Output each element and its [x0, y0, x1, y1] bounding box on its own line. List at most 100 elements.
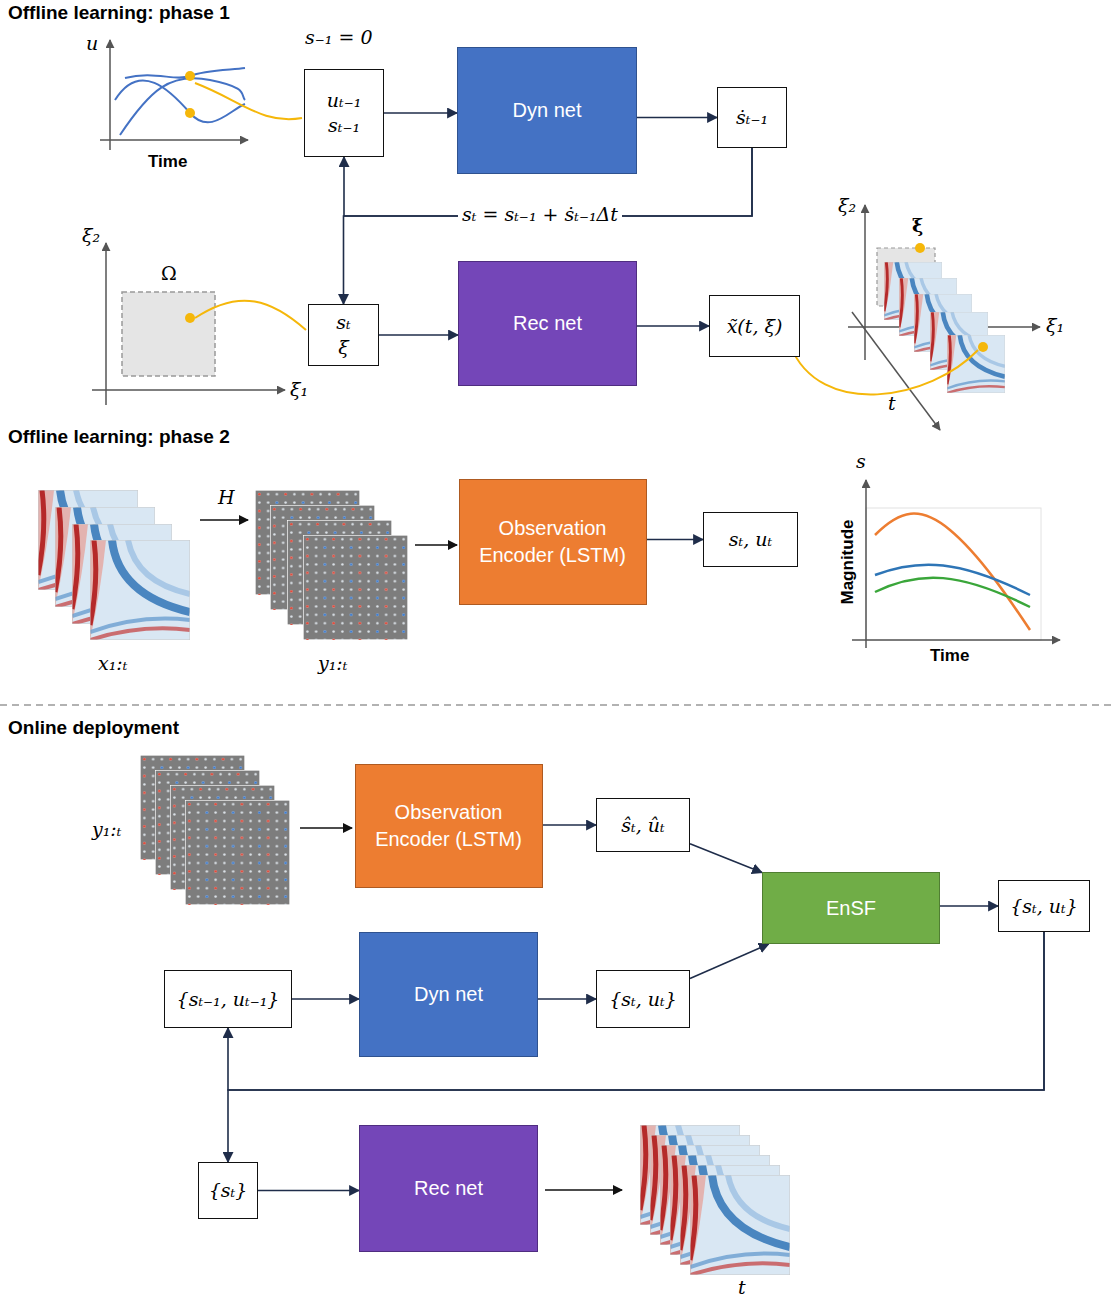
node-text: sₜ: [336, 310, 350, 335]
node-text: Rec net: [414, 1175, 483, 1202]
latent-chart-part: [852, 639, 1060, 641]
input-plot-part: [125, 68, 245, 78]
analysis-state-box: {sₜ, uₜ}: [998, 880, 1090, 932]
input-plot-part: [100, 139, 248, 141]
initial-condition: s₋₁ = 0: [305, 26, 372, 48]
domain-plot-part: [105, 243, 107, 405]
input-plot-part: [120, 78, 245, 135]
domain-plot-part: [122, 292, 215, 376]
node-text: Rec net: [513, 310, 582, 337]
connector-arrow: [543, 824, 597, 826]
field-stack-3d: [790, 205, 1040, 430]
ensf-filter: EnSF: [762, 872, 940, 944]
axis-label: s: [856, 450, 866, 472]
state-snapshots: [38, 490, 190, 640]
node-text: {sₜ₋₁, uₜ₋₁}: [177, 987, 280, 1012]
reconstruction-net: Rec net: [458, 261, 637, 386]
reconstructed-fields-part: [690, 1175, 790, 1275]
input-arrow: [300, 827, 352, 829]
query-box: sₜξ: [308, 304, 379, 366]
field-stack-3d-part: [790, 345, 978, 395]
derivative-box: ṡₜ₋₁: [717, 87, 787, 148]
input-plot-part: [109, 40, 111, 150]
field-stack-3d-part: [852, 312, 940, 430]
connector-arrow: [647, 539, 704, 541]
input-plot-part: [185, 108, 195, 118]
field-stack-3d-part: [915, 243, 925, 253]
connector-arrow: [690, 944, 769, 978]
online-sensor-snapshots: [140, 755, 290, 905]
dynamics-net: Dyn net: [359, 932, 538, 1057]
axis-label: t: [738, 1276, 746, 1298]
online-sensor-snapshots-part: [185, 800, 290, 905]
node-text: EnSF: [826, 895, 876, 922]
latent-chart-part: [875, 514, 1030, 630]
domain-plot: [92, 243, 306, 405]
sequence-label: y₁:ₜ: [318, 652, 347, 674]
domain-plot-part: [185, 313, 195, 323]
node-text: ξ: [338, 335, 348, 360]
output-arrow: [545, 1189, 622, 1191]
axis-label: u: [86, 32, 98, 54]
axis-label: ξ₂: [838, 194, 856, 216]
node-text: uₜ₋₁: [327, 88, 362, 113]
observation-encoder: Observation Encoder (LSTM): [355, 764, 543, 888]
connector-arrow: [690, 844, 762, 873]
axis-label: t: [888, 392, 896, 414]
sensor-snapshots-part: [303, 535, 408, 640]
input-arrow: [415, 544, 457, 546]
domain-label: Ω: [161, 262, 177, 284]
axis-label: Time: [930, 646, 969, 666]
axis-label: Time: [148, 152, 187, 172]
connector-arrow: [228, 932, 1044, 1090]
observation-encoder: Observation Encoder (LSTM): [459, 479, 647, 605]
input-plot-part: [115, 80, 245, 122]
connector-arrow: [637, 325, 709, 327]
connector-arrow: [384, 112, 457, 114]
node-text: ṡₜ₋₁: [736, 105, 768, 130]
reconstructed-fields: [640, 1125, 790, 1275]
dynamics-net: Dyn net: [457, 47, 637, 174]
connector-arrow: [637, 117, 717, 119]
connector-arrow: [379, 334, 458, 336]
sensor-snapshots: [255, 490, 408, 640]
node-text: Dyn net: [414, 981, 483, 1008]
node-text: x̃(t, ξ): [727, 314, 783, 339]
node-text: sₜ₋₁: [328, 113, 360, 138]
latent-chart-part: [865, 480, 867, 648]
latent-state-box: {sₜ}: [198, 1162, 258, 1219]
state-input-box: uₜ₋₁sₜ₋₁: [304, 69, 384, 157]
forecast-state-box: {sₜ, uₜ}: [596, 970, 690, 1028]
section-title: Offline learning: phase 1: [8, 2, 230, 24]
field-stack-3d-part: [947, 335, 1005, 393]
node-text: sₜ, uₜ: [729, 527, 772, 552]
axis-label: ξ₂: [82, 224, 100, 246]
state-snapshots-part: [90, 540, 190, 640]
node-text: Dyn net: [513, 97, 582, 124]
sequence-label: x₁:ₜ: [98, 652, 127, 674]
connector-arrow: [940, 905, 998, 907]
field-stack-3d-part: [978, 342, 988, 352]
field-stack-3d-part: [864, 205, 866, 360]
node-text: Observation Encoder (LSTM): [468, 515, 638, 569]
section-title: Online deployment: [8, 717, 179, 739]
point-label: ξ: [912, 214, 923, 236]
node-text: {sₜ}: [209, 1178, 248, 1203]
latent-chart-part: [866, 508, 1041, 640]
previous-state-box: {sₜ₋₁, uₜ₋₁}: [164, 970, 292, 1028]
node-text: ŝₜ, ûₜ: [621, 813, 664, 838]
axis-label: ξ₁: [290, 378, 308, 400]
input-plot-part: [195, 83, 302, 119]
node-text: {sₜ, uₜ}: [609, 987, 677, 1012]
reconstruction-net: Rec net: [359, 1125, 538, 1252]
sequence-label: y₁:ₜ: [92, 818, 121, 840]
node-text: Observation Encoder (LSTM): [364, 799, 534, 853]
encoded-state-box: ŝₜ, ûₜ: [596, 798, 690, 852]
section-title: Offline learning: phase 2: [8, 426, 230, 448]
field-output-box: x̃(t, ξ): [709, 295, 800, 357]
domain-plot-part: [195, 301, 306, 330]
node-text: {sₜ, uₜ}: [1010, 894, 1078, 919]
input-plot: [100, 40, 302, 150]
axis-label: ξ₁: [1046, 314, 1064, 336]
